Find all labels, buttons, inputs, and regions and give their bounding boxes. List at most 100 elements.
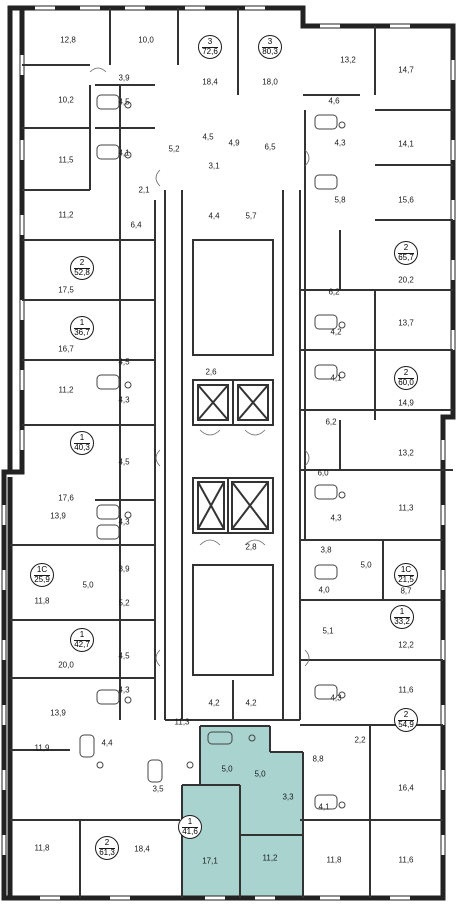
badge-divider	[398, 720, 414, 721]
room-area-label: 4,5	[118, 97, 130, 107]
apartment-type: 1	[399, 607, 405, 616]
badge-divider	[34, 575, 50, 576]
apartment-type: 2	[79, 258, 85, 267]
room-area-label: 5,1	[322, 626, 334, 636]
room-area-label: 17,1	[202, 856, 218, 866]
apartment-area: 72,6	[202, 47, 218, 56]
apartment-type: 1	[79, 433, 85, 442]
badge-divider	[398, 378, 414, 379]
door-swings	[89, 67, 310, 667]
room-area-label: 5,2	[168, 144, 180, 154]
room-area-label: 17,5	[58, 285, 74, 295]
room-area-label: 18,4	[134, 844, 150, 854]
room-area-label: 20,0	[58, 660, 74, 670]
room-area-label: 4,0	[318, 585, 330, 595]
room-area-label: 11,2	[58, 385, 74, 395]
bathroom-fixtures	[79, 94, 346, 810]
apartment-type: 3	[207, 37, 213, 46]
badge-divider	[182, 827, 198, 828]
badge-divider	[74, 268, 90, 269]
room-area-label: 4,2	[245, 698, 257, 708]
room-area-label: 4,2	[330, 327, 342, 337]
room-area-label: 11,8	[34, 843, 50, 853]
room-area-label: 4,1	[318, 802, 330, 812]
apartment-type: 2	[403, 710, 409, 719]
room-area-label: 11,3	[398, 503, 414, 513]
room-area-label: 3,3	[282, 792, 294, 802]
room-area-label: 11,8	[34, 596, 50, 606]
apartment-area: 65,7	[398, 253, 414, 262]
room-area-label: 4,3	[118, 517, 130, 527]
apartment-type: 1	[79, 318, 85, 327]
badge-divider	[398, 575, 414, 576]
room-area-label: 11,2	[262, 853, 278, 863]
room-area-label: 4,6	[328, 96, 340, 106]
room-area-label: 2,1	[138, 185, 150, 195]
apartment-area: 41,6	[182, 827, 198, 836]
badge-divider	[74, 640, 90, 641]
apartment-area: 25,9	[34, 575, 50, 584]
room-area-label: 4,1	[330, 373, 342, 383]
room-area-label: 5,8	[334, 195, 346, 205]
room-area-label: 12,8	[60, 35, 76, 45]
room-area-label: 5,2	[118, 598, 130, 608]
room-area-label: 3,9	[118, 564, 130, 574]
room-area-label: 11,6	[398, 685, 414, 695]
room-area-label: 2,8	[245, 542, 257, 552]
apartment-area: 36,7	[74, 328, 90, 337]
room-area-label: 16,7	[58, 344, 74, 354]
apartment-area: 42,7	[74, 640, 90, 649]
room-area-label: 10,0	[138, 35, 154, 45]
room-area-label: 11,2	[58, 210, 74, 220]
room-area-label: 4,4	[208, 211, 220, 221]
apartment-area: 33,2	[394, 617, 410, 626]
apartment-type: 2	[403, 368, 409, 377]
apartment-area: 54,9	[398, 720, 414, 729]
room-area-label: 6,5	[264, 142, 276, 152]
badge-divider	[262, 47, 278, 48]
apartment-area: 61,3	[99, 848, 115, 857]
room-area-label: 4,3	[330, 693, 342, 703]
room-area-label: 3,8	[320, 545, 332, 555]
room-area-label: 18,0	[262, 77, 278, 87]
apartment-area: 80,3	[262, 47, 278, 56]
badge-divider	[99, 848, 115, 849]
room-area-label: 11,8	[326, 855, 342, 865]
room-area-label: 4,5	[118, 457, 130, 467]
apartment-type: 2	[403, 243, 409, 252]
interior-walls	[10, 8, 453, 898]
badge-divider	[74, 328, 90, 329]
badge-divider	[202, 47, 218, 48]
windows	[2, 6, 455, 900]
room-area-label: 11,5	[58, 155, 74, 165]
room-area-label: 6,2	[328, 287, 340, 297]
room-area-label: 4,2	[208, 698, 220, 708]
room-area-label: 4,9	[228, 138, 240, 148]
apartment-area: 52,8	[74, 268, 90, 277]
room-area-label: 16,4	[398, 783, 414, 793]
apartment-type: 1	[79, 630, 85, 639]
room-area-label: 5,0	[254, 769, 266, 779]
room-area-label: 11,6	[398, 855, 414, 865]
badge-divider	[74, 443, 90, 444]
room-area-label: 4,3	[334, 138, 346, 148]
left-wing-step	[1, 8, 25, 901]
room-area-label: 14,9	[398, 398, 414, 408]
room-area-label: 4,5	[118, 651, 130, 661]
room-area-label: 13,2	[340, 55, 356, 65]
